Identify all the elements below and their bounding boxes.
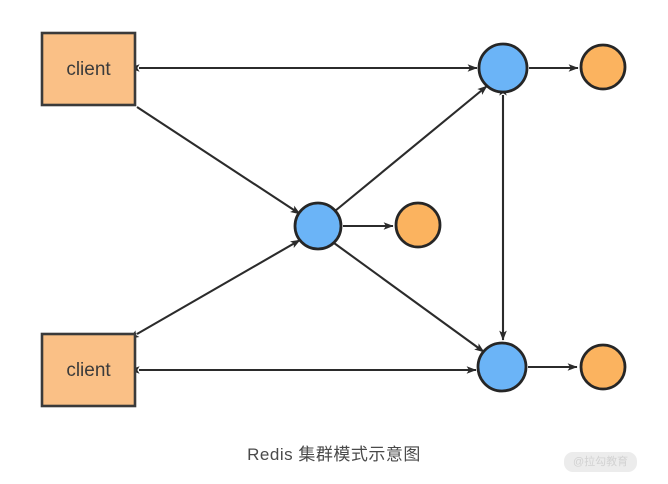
edge-layer — [128, 64, 579, 374]
edge-master-mid--master-bottom — [326, 237, 485, 353]
node-master-bottom[interactable] — [476, 341, 528, 393]
watermark: @拉勾教育 — [564, 452, 638, 472]
node-master-top[interactable] — [477, 42, 529, 94]
node-client-top[interactable]: client — [40, 31, 137, 107]
client-top-label: client — [66, 59, 111, 80]
node-master-mid[interactable] — [293, 201, 343, 251]
edge-master-mid--master-top — [327, 85, 488, 217]
node-replica-mid[interactable] — [394, 201, 442, 249]
client-top-box[interactable] — [40, 31, 137, 107]
node-layer: client client — [40, 31, 627, 408]
client-bottom-label: client — [66, 360, 111, 381]
edge-client-bottom--master-mid — [128, 239, 301, 339]
node-client-bottom[interactable]: client — [40, 332, 137, 408]
node-replica-top[interactable] — [579, 43, 627, 91]
node-replica-bottom[interactable] — [579, 343, 627, 391]
client-bottom-box[interactable] — [40, 332, 137, 408]
edge-client-top--master-mid — [136, 106, 301, 215]
figure-caption: Redis 集群模式示意图 — [247, 445, 421, 464]
